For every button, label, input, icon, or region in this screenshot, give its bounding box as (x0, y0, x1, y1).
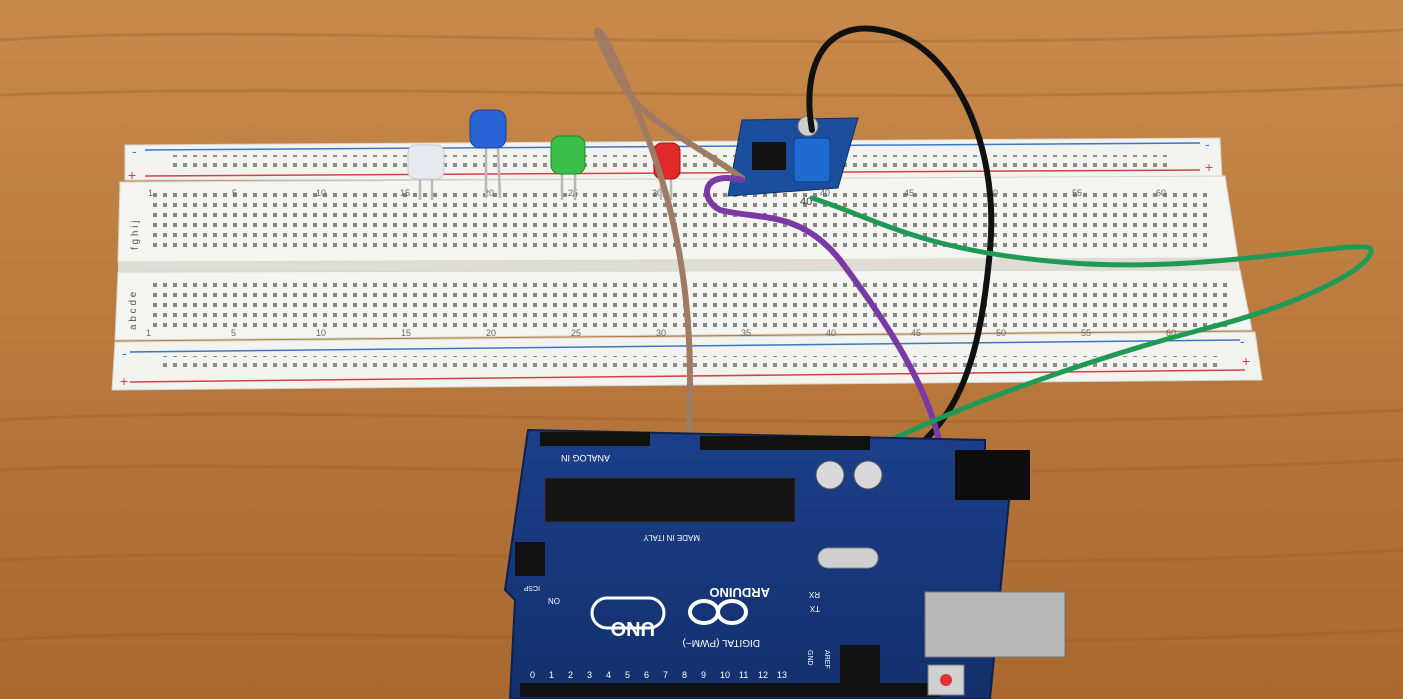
column-numbers: 1155101015152020252530303535404045455050… (146, 188, 1176, 338)
column-number: 10 (316, 328, 326, 338)
icsp-header-right (840, 645, 880, 685)
row-letters-top: f g h i j (130, 221, 141, 250)
row-letters-bottom: a b c d e (128, 291, 139, 330)
pin-label: 12 (758, 670, 768, 680)
column-number: 40 (820, 188, 830, 198)
column-number: 20 (484, 188, 494, 198)
pin-label: 11 (739, 670, 748, 680)
led-blue (469, 109, 507, 199)
pin-label: 0 (530, 670, 535, 680)
column-number: 55 (1081, 328, 1091, 338)
crystal-oscillator (817, 547, 879, 569)
arduino-uno: ANALOG IN MADE IN ITALY ARDUINO UNO DIGI… (503, 428, 1066, 699)
aref-label: AREF (823, 650, 830, 669)
column-number: 10 (316, 188, 326, 198)
uno-label: UNO (611, 617, 655, 639)
pin-label: 4 (606, 670, 611, 680)
arduino-logo (688, 599, 748, 625)
column-number: 45 (904, 188, 914, 198)
column-number: 35 (741, 328, 751, 338)
pin-label: 13 (777, 670, 787, 680)
rail-plus-bottom-left: + (120, 373, 128, 389)
led-green-body (550, 135, 586, 175)
column-number: 25 (571, 328, 581, 338)
rail-minus-bottom-left: - (122, 345, 127, 361)
usb-port (924, 591, 1066, 658)
rail-minus-top-left: - (132, 143, 137, 159)
column-number: 60 (1166, 328, 1176, 338)
pin-label: 5 (625, 670, 630, 680)
uno-badge (590, 596, 666, 630)
column-number: 30 (656, 328, 666, 338)
column-number: 1 (148, 188, 153, 198)
icsp-header (515, 542, 545, 576)
column-number: 60 (1156, 188, 1166, 198)
reset-button[interactable] (927, 664, 965, 696)
column-number: 50 (996, 328, 1006, 338)
on-label: ON (548, 596, 560, 605)
column-number: 15 (400, 188, 410, 198)
pin-label: 6 (644, 670, 649, 680)
column-number: 30 (652, 188, 662, 198)
power-header (700, 436, 870, 450)
wire-brown (594, 27, 745, 475)
analog-in-label: ANALOG IN (561, 453, 610, 463)
pin-label: 8 (682, 670, 687, 680)
rail-plus-top-left: + (128, 167, 136, 183)
column-number: 25 (568, 188, 578, 198)
column-number: 50 (988, 188, 998, 198)
column-number: 55 (1072, 188, 1082, 198)
pin-label: 3 (587, 670, 592, 680)
rail-plus-top-right: + (1205, 159, 1213, 175)
capacitor-2 (853, 460, 883, 490)
pin-label: 9 (701, 670, 706, 680)
microcontroller-chip (544, 477, 796, 523)
led-blue-body (469, 109, 507, 149)
column-number: 45 (911, 328, 921, 338)
analog-header (540, 432, 650, 446)
digital-label: DIGITAL (PWM~) (683, 637, 761, 648)
rail-minus-bottom-right: - (1240, 333, 1245, 349)
rail-minus-top-right: - (1205, 136, 1210, 152)
capacitor-1 (815, 460, 845, 490)
column-number: 20 (486, 328, 496, 338)
power-jack (955, 450, 1030, 500)
digital-header (520, 683, 940, 697)
rx-label: RX (808, 590, 820, 599)
column-number: 5 (232, 188, 237, 198)
column-number: 15 (401, 328, 411, 338)
led-white (407, 144, 445, 200)
icsp-label: ICSP (523, 584, 540, 591)
pin-label: 10 (720, 670, 730, 680)
module-label: 40 (800, 196, 812, 208)
column-number: 40 (826, 328, 836, 338)
pin-label: 1 (549, 670, 554, 680)
arduino-brand: ARDUINO (709, 585, 770, 600)
made-in-label: MADE IN ITALY (643, 533, 700, 542)
gnd-label: GND (806, 650, 813, 666)
column-number: 1 (146, 328, 151, 338)
column-number: 5 (231, 328, 236, 338)
pin-label: 7 (663, 670, 668, 680)
rail-plus-bottom-right: + (1242, 353, 1250, 369)
tx-label: TX (809, 604, 820, 613)
led-green (550, 135, 586, 200)
arduino-board (503, 428, 1012, 699)
pin-label: 2 (568, 670, 573, 680)
led-white-body (407, 144, 445, 180)
